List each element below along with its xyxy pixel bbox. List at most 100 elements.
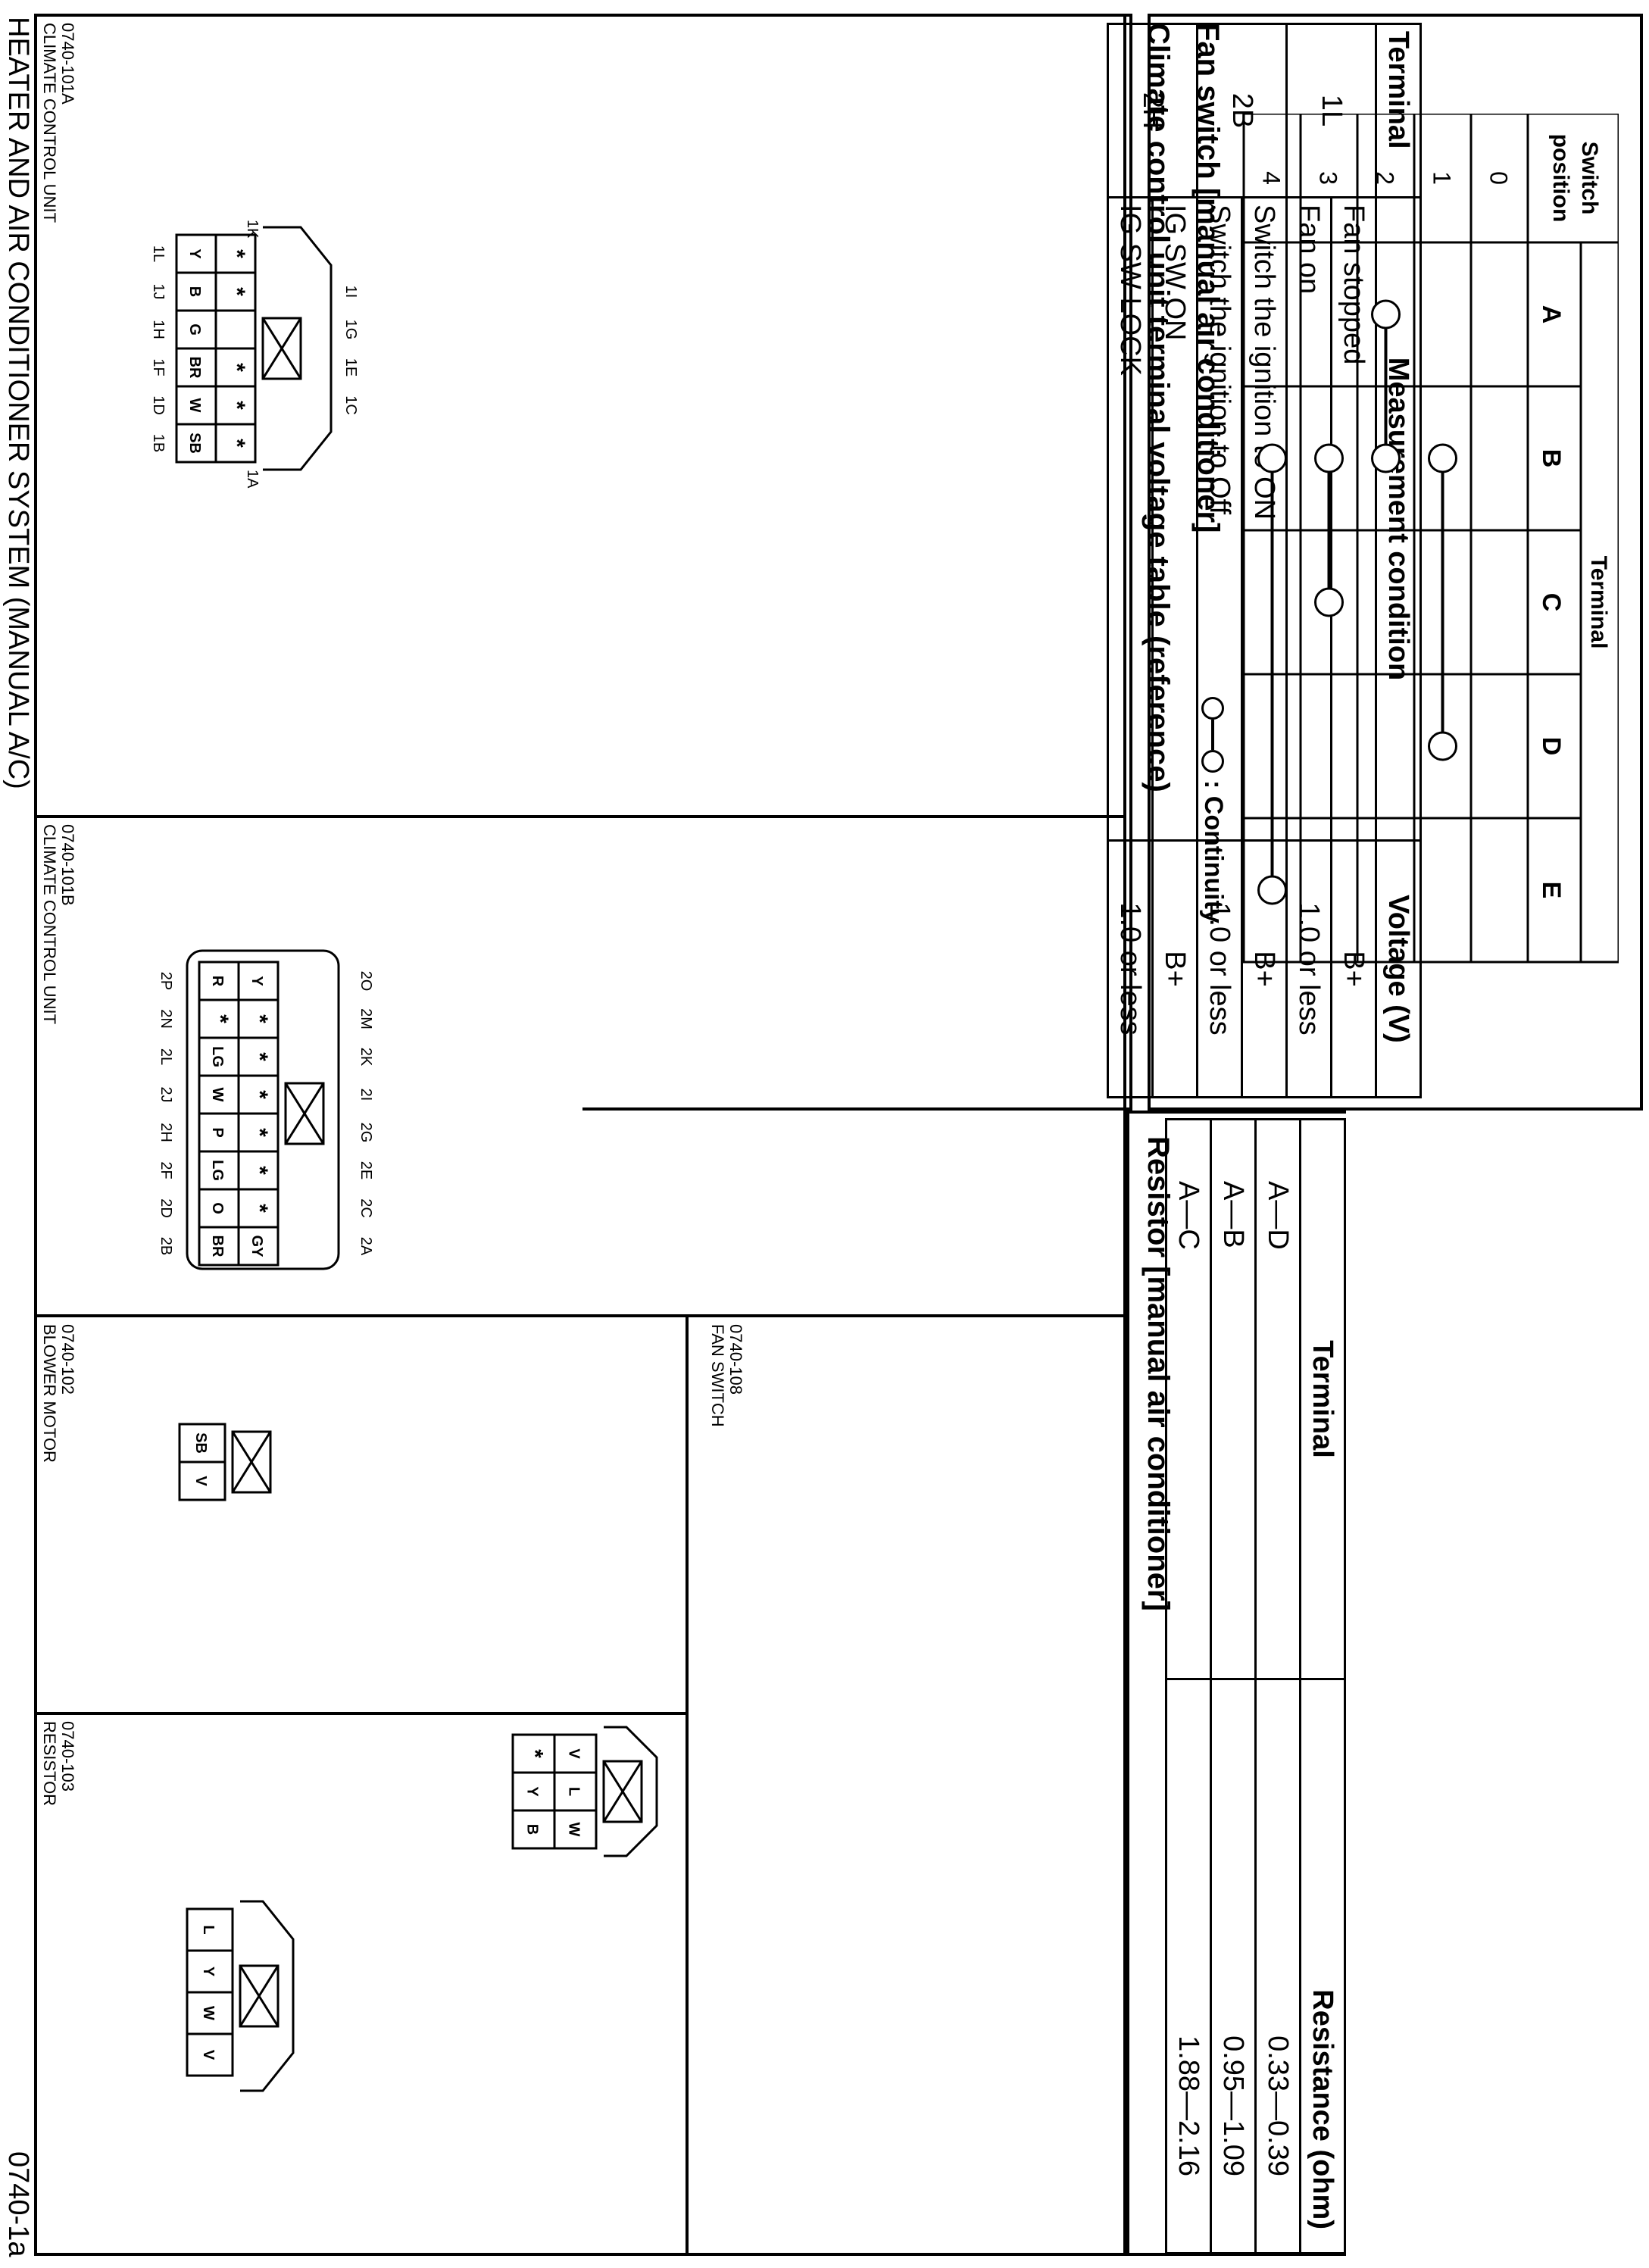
connector-108-pin-label: B (524, 1824, 541, 1835)
connector-101b-pin-label: P (209, 1127, 226, 1137)
connector-101a-pin-label: W (186, 398, 203, 413)
connector-shell (186, 949, 340, 1270)
terminal-column-header: D (1537, 737, 1566, 756)
fan-switch-title: Fan switch [manual air conditioner] (1191, 23, 1225, 533)
terminal-column-header: C (1537, 593, 1566, 612)
continuity-legend: : Continuity (1198, 697, 1228, 923)
terminal-label: 2A (358, 1237, 374, 1256)
terminal-label: 2H (158, 1123, 174, 1142)
terminal-label: 2G (358, 1123, 374, 1143)
terminal-column-header: A (1537, 305, 1566, 324)
connector-108-pin-label: * (523, 1749, 548, 1758)
continuity-point (1314, 443, 1344, 473)
switch-position: 0 (1485, 171, 1513, 185)
continuity-point (1428, 731, 1457, 761)
terminal-label: 1E (342, 358, 359, 376)
terminal-label: 1B (150, 434, 167, 452)
terminal-label: 2F (158, 1161, 174, 1179)
continuity-point (1428, 443, 1457, 473)
terminal-label: 2N (158, 1009, 174, 1029)
connector-shell (240, 1900, 295, 2092)
connector-101b-pin-label: R (209, 976, 226, 987)
voltage-table-frame (582, 14, 1132, 1111)
continuity-point (1371, 299, 1401, 330)
terminal-label: 2C (358, 1198, 374, 1218)
terminal-label: 1K (244, 220, 261, 239)
terminal-header: Terminal (1586, 556, 1611, 649)
switch-position: 3 (1315, 171, 1342, 185)
connector-101a-pin-label: G (186, 323, 203, 336)
continuity-point (1314, 587, 1344, 617)
connector-102-cell (178, 1460, 226, 1501)
connector-102-diagram: SB V (178, 1423, 272, 1501)
terminal-label: 1I (342, 286, 359, 298)
continuity-point (1257, 443, 1287, 473)
connector-101b-pin-label: O (209, 1202, 226, 1214)
switch-position-header: position (1548, 134, 1573, 223)
terminal-label: 2E (358, 1161, 374, 1179)
connector-101a-pin-label: * (224, 401, 249, 410)
page-title: HEATER AND AIR CONDITIONER SYSTEM (MANUA… (2, 17, 34, 789)
connector-108-pin-label: W (566, 1823, 582, 1837)
connector-101b-pin-label: * (208, 1014, 233, 1023)
connector-101b-pin-label: LG (209, 1046, 226, 1067)
terminal-label: 2D (158, 1198, 174, 1218)
terminal-label: 2J (158, 1086, 174, 1102)
connector-103-diagram: L Y W V (186, 1900, 295, 2092)
connector-108-label: 0740-108 FAN SWITCH (708, 1324, 745, 1427)
terminal-label: 2M (358, 1008, 374, 1029)
terminal-label: 1J (150, 283, 167, 299)
connector-103-pin-label: V (200, 2050, 217, 2060)
switch-position: 1 (1429, 171, 1456, 185)
connector-103-pin-label: Y (200, 1967, 217, 1977)
page-code: 0740-1a (2, 2151, 34, 2257)
connector-103-label: 0740-103 RESISTOR (40, 1721, 77, 1807)
connector-101b-pin-label: * (247, 1014, 272, 1023)
connector-101a-pin-label: SB (186, 433, 203, 454)
connector-108-pin-label: V (566, 1748, 582, 1759)
connector-101b-pin-label: W (209, 1088, 226, 1102)
connector-101b-pin-label: * (247, 1090, 272, 1099)
continuity-symbol-icon (1201, 697, 1225, 720)
connector-102-pin-label: V (192, 1476, 209, 1486)
switch-position: 2 (1372, 171, 1399, 185)
connector-101b-pin-label: Y (248, 976, 265, 986)
terminal-label: 2L (158, 1048, 174, 1065)
connector-101b-pin-label: * (247, 1052, 272, 1061)
connector-101b-cell (198, 1226, 240, 1267)
connector-101b-pin-label: * (247, 1128, 272, 1137)
connector-101b-pin-label: * (247, 1204, 272, 1213)
switch-position: 4 (1258, 171, 1285, 185)
connector-101a-pin-label: Y (186, 248, 203, 259)
connector-101a-cell (175, 423, 217, 464)
terminal-label: 1D (150, 395, 167, 415)
connector-103-cell (186, 2032, 234, 2077)
connector-101a-pin-label: * (224, 287, 249, 296)
terminal-label: 1G (342, 320, 359, 340)
continuity-point (1257, 875, 1287, 905)
connector-101b-pin-label: * (247, 1166, 272, 1175)
connector-102-label: 0740-102 BLOWER MOTOR (40, 1324, 77, 1463)
connector-103-pin-label: W (200, 2006, 217, 2020)
connector-101a-pin-label: * (224, 249, 249, 258)
connector-103-pin-label: L (200, 1925, 217, 1934)
connector-101b-diagram: Y******GYR*LGWPLGOBR2O2M2K2I2G2E2C2A2P2N… (158, 949, 374, 1270)
connector-101a-cell (214, 309, 257, 350)
connector-108-cell (511, 1809, 556, 1850)
terminal-label: 2B (158, 1237, 174, 1255)
terminal-label: 1C (342, 395, 359, 415)
connector-101a-pin-label: * (224, 439, 249, 448)
connector-108-diagram: V L W * Y B (511, 1726, 658, 1857)
terminal-label: 1L (150, 245, 167, 262)
connector-101a-pin-label: B (186, 286, 203, 297)
connector-101a-pin-label: BR (186, 357, 203, 379)
connector-108-pin-label: L (566, 1787, 582, 1796)
terminal-column-header: E (1537, 882, 1566, 899)
terminal-label: 1F (150, 358, 167, 376)
resistor-table-frame (1126, 1111, 1346, 2256)
terminal-label: 2K (358, 1048, 374, 1067)
connector-108-pin-label: Y (524, 1786, 541, 1797)
connector-102-pin-label: SB (192, 1432, 209, 1454)
